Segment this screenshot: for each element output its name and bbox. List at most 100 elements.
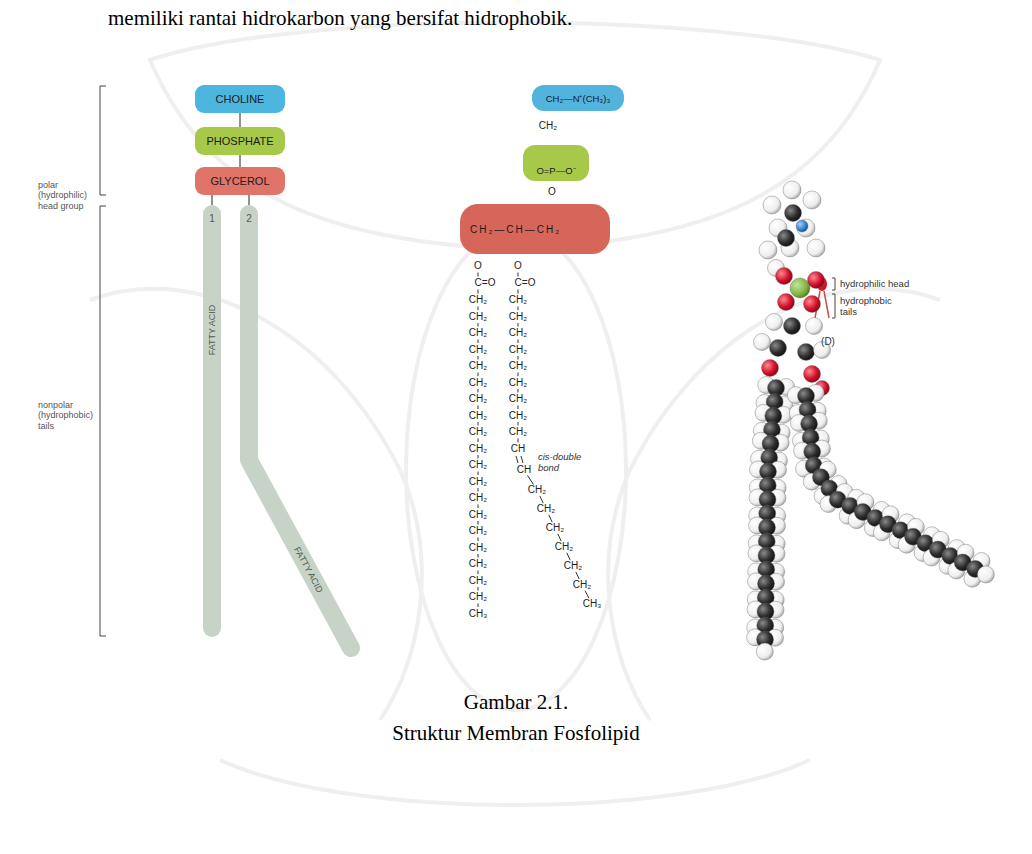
formula-atom: CH₃ (583, 599, 602, 609)
atom-sphere (806, 318, 823, 335)
formula-atom: CH₂ (537, 504, 555, 514)
formula-atom: CH₂ (528, 485, 546, 495)
connector-line (240, 155, 241, 167)
legend-text: hydrophilic head (840, 278, 909, 289)
bond-line (518, 422, 519, 426)
atom-sphere (756, 643, 773, 660)
atom-sphere (807, 239, 825, 257)
watermark (90, 23, 940, 806)
formula-atom: CH₂ (573, 580, 591, 590)
formula-atom: O (514, 261, 522, 271)
bond-line (478, 422, 479, 426)
figure-caption: Gambar 2.1. (464, 690, 568, 715)
node-label: CH₂—N⁺(CH₃)₃ (546, 92, 611, 105)
bond-line (478, 439, 479, 443)
bond-line (478, 273, 479, 277)
fatty-acid-bar: 1FATTY ACID (203, 205, 221, 637)
formula-atom: CH₂ (469, 444, 487, 454)
formula-atom: CH₂ (539, 121, 557, 131)
atom-sphere (790, 278, 810, 298)
choline-formula-blob: CH₂—N⁺(CH₃)₃ (532, 85, 624, 111)
formula-atom: CH₂ (469, 378, 487, 388)
formula-atom: CH₂ (509, 411, 527, 421)
bond-line (518, 373, 519, 377)
bond-line (478, 307, 479, 311)
atom-sphere (798, 344, 815, 361)
phosphate-formula-blob: O=P—O⁻ (523, 145, 589, 181)
formula-atom: CH₂ (469, 510, 487, 520)
bar-label: FATTY ACID (208, 305, 217, 356)
atom-sphere (808, 272, 825, 289)
bond-line (478, 340, 479, 344)
glycerol-box: GLYCEROL (195, 167, 285, 195)
bar-label: 2 (246, 214, 252, 224)
formula-atom: CH₂ (469, 526, 487, 536)
formula-atom: CH (511, 444, 525, 454)
legend-entry: hydrophobic tails (840, 296, 902, 318)
bond-line (518, 356, 519, 360)
bond-line (478, 571, 479, 575)
bar-shape (238, 205, 364, 659)
atom-sphere (770, 340, 787, 357)
formula-atom: CH₂ (509, 378, 527, 388)
formula-atom: CH₂ (509, 361, 527, 371)
atom-sphere (754, 334, 771, 351)
node-label: PHOSPHATE (206, 135, 273, 147)
formula-atom: CH₂ (469, 493, 487, 503)
double-bond (516, 456, 523, 463)
bond-line (576, 572, 579, 579)
formula-atom: CH₂ (546, 523, 564, 533)
legend-entry: hydrophilic head (840, 279, 930, 290)
formula-atom: CH₂ (469, 576, 487, 586)
bond-line (567, 553, 570, 560)
node-label: O=P—O⁻ (536, 164, 575, 177)
formula-atom: O (474, 261, 482, 271)
bond-line (478, 604, 479, 608)
formula-atom: CH₂ (469, 345, 487, 355)
formula-atom: CH₂ (509, 295, 527, 305)
bond-line (518, 406, 519, 410)
bond-line (478, 505, 479, 509)
formula-atom: CH₂ (469, 592, 487, 602)
formula-atom: CH (517, 465, 531, 475)
bar-fill (249, 214, 351, 648)
formula-atom: CH₂ (469, 477, 487, 487)
formula-atom: CH₂ (469, 394, 487, 404)
formula-atom: CH₂ (509, 345, 527, 355)
bracket-label: polar (hydrophilic) head group (38, 180, 98, 211)
atom-sphere (785, 205, 802, 222)
bar-fill (203, 205, 221, 637)
bond-line (478, 389, 479, 393)
connector-line (212, 195, 213, 205)
bar-label: 1 (209, 214, 215, 224)
formula-atom: CH₂ (469, 328, 487, 338)
atom-sphere (763, 196, 781, 214)
body-text: memiliki rantai hidrokarbon yang bersifa… (108, 8, 572, 29)
space-filling-model (747, 181, 995, 660)
bond-line (518, 307, 519, 311)
atom-sphere (797, 219, 815, 237)
atom-sphere (759, 241, 777, 259)
formula-atom: CH₃ (469, 609, 488, 619)
bond-line (478, 290, 479, 294)
formula-atom: CH₂ (469, 460, 487, 470)
bond-line (518, 290, 519, 294)
formula-atom: C=O (475, 278, 496, 288)
formula-atom: CH₂ (509, 328, 527, 338)
atom-sphere (784, 318, 801, 335)
bond-line (518, 389, 519, 393)
formula-atom: CH₂ (469, 312, 487, 322)
formula-atom: CH₂ (509, 312, 527, 322)
node-label: GLYCEROL (210, 175, 269, 187)
formula-atom: CH₂ (555, 542, 573, 552)
legend-text: hydrophobic tails (840, 295, 892, 317)
bond-line (478, 521, 479, 525)
formula-atom: CH₂ (469, 543, 487, 553)
bond-line (478, 323, 479, 327)
node-label: CH₂—CH—CH₂ (470, 224, 561, 235)
bond-line (518, 340, 519, 344)
bond-line (518, 273, 519, 277)
bond-line (478, 356, 479, 360)
atom-sphere (778, 294, 795, 311)
connector-line (249, 195, 250, 205)
